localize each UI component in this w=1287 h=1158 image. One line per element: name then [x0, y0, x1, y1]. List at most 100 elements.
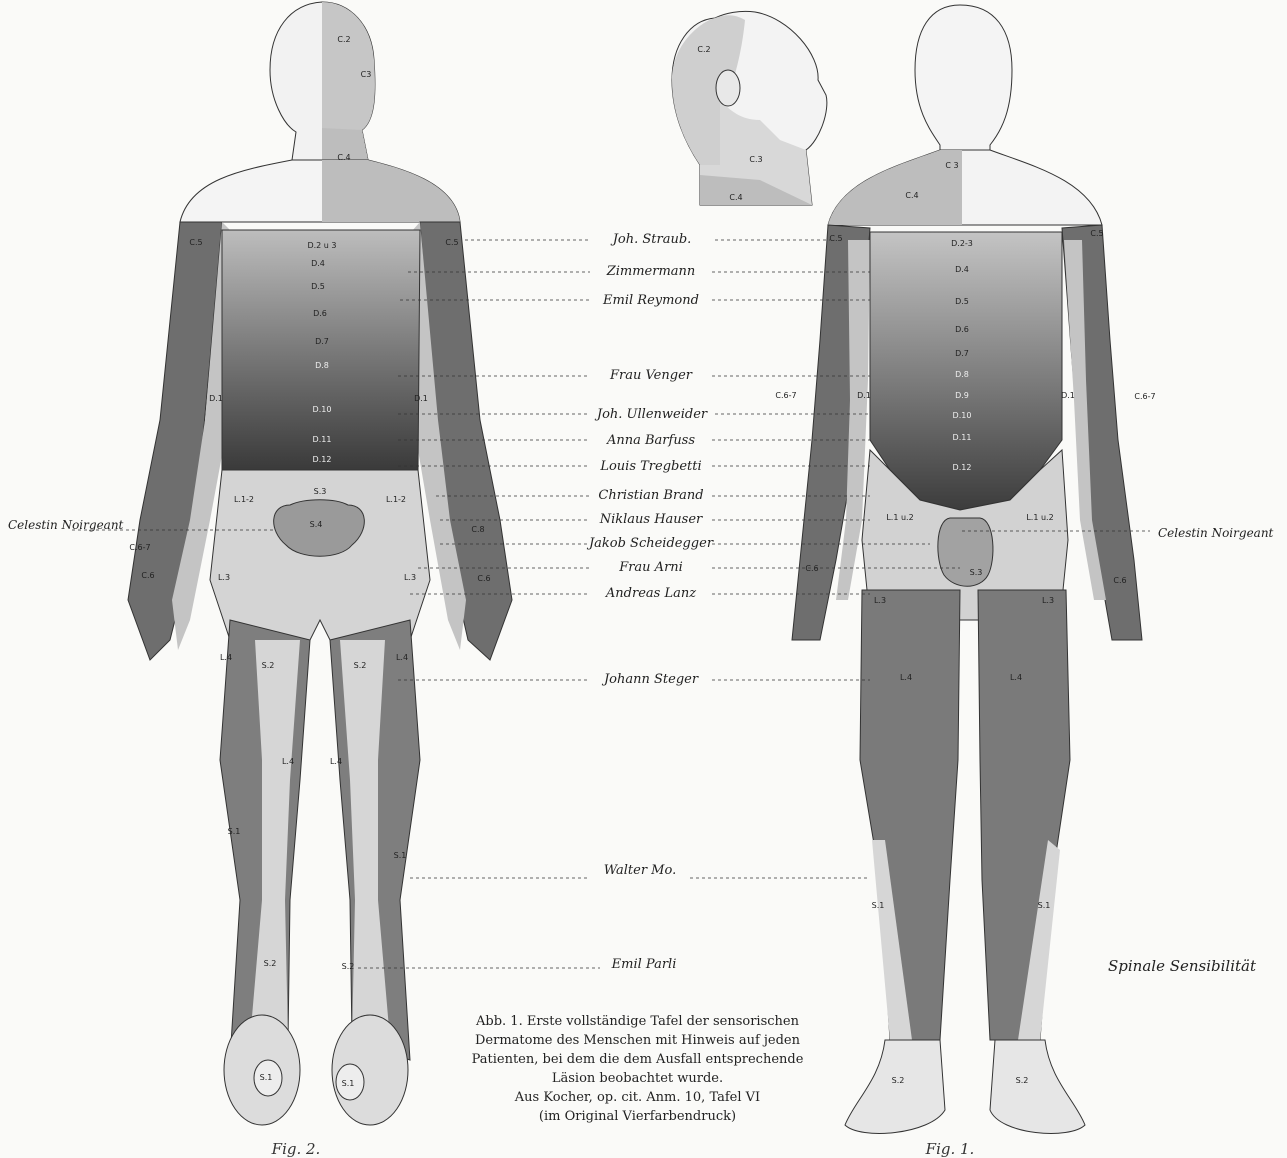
- patient-name: Frau Arni: [618, 560, 683, 575]
- front-genital: [938, 518, 993, 586]
- front-label-s3: S.3: [970, 568, 983, 577]
- back-figure: [128, 2, 512, 1125]
- back-label-l3-left: L.3: [218, 573, 230, 582]
- front-label-c67-left: C.6-7: [775, 391, 796, 400]
- back-label-d7: D.7: [315, 337, 329, 346]
- head-label-c3: C.3: [749, 155, 762, 164]
- back-label-d6: D.6: [313, 309, 327, 318]
- front-label-l12-right: L.1 u.2: [1026, 513, 1053, 522]
- back-label-l4-c: L.4: [282, 757, 294, 766]
- back-label-s3: S.3: [314, 487, 327, 496]
- caption-line: Läsion beobachtet wurde.: [455, 1069, 820, 1088]
- back-label-l12-right: L.1-2: [386, 495, 406, 504]
- back-label-l4-b: L.4: [396, 653, 408, 662]
- front-leg-left: [860, 590, 960, 1040]
- patient-name: Frau Venger: [609, 368, 693, 383]
- front-label-d10: D.10: [953, 411, 972, 420]
- front-label-d6: D.6: [955, 325, 969, 334]
- back-label-s1-b: S.1: [394, 851, 407, 860]
- back-label-c67: C.6-7: [129, 543, 150, 552]
- back-label-c5-left: C.5: [189, 238, 202, 247]
- patient-name: Jakob Scheidegger: [586, 536, 714, 551]
- patient-name: Joh. Straub.: [610, 232, 692, 247]
- front-label-c4: C.4: [905, 191, 918, 200]
- back-label-l4-d: L.4: [330, 757, 342, 766]
- side-patient-left: Celestin Noirgeant: [8, 518, 124, 532]
- back-label-c3: C3: [361, 70, 372, 79]
- back-label-d8: D.8: [315, 361, 329, 370]
- back-label-s2-d: S.2: [342, 962, 355, 971]
- front-label-s2-right: S.2: [1016, 1076, 1029, 1085]
- back-label-l3-right: L.3: [404, 573, 416, 582]
- front-label-d1-right: D.1: [1061, 391, 1075, 400]
- front-foot-left: [845, 1040, 945, 1133]
- back-label-d23: D.2 u 3: [307, 241, 336, 250]
- front-label-d23: D.2-3: [951, 239, 973, 248]
- back-label-s2-b: S.2: [354, 661, 367, 670]
- patient-name: Emil Parli: [611, 957, 677, 972]
- back-label-d5: D.5: [311, 282, 325, 291]
- front-label-s2-left: S.2: [892, 1076, 905, 1085]
- caption-line: Dermatome des Menschen mit Hinweis auf j…: [455, 1031, 820, 1050]
- back-label-l12-left: L.1-2: [234, 495, 254, 504]
- patient-name: Anna Barfuss: [606, 433, 695, 448]
- back-label-c8: C.8: [471, 525, 484, 534]
- front-figure: [792, 5, 1142, 1133]
- front-head: [915, 5, 1012, 170]
- front-label-l12-left: L.1 u.2: [886, 513, 913, 522]
- back-label-c5-right: C.5: [445, 238, 458, 247]
- back-label-d1-right: D.1: [414, 394, 428, 403]
- back-figure-caption: Fig. 2.: [271, 1140, 321, 1158]
- front-foot-right: [990, 1040, 1085, 1133]
- back-shoulder-right: [322, 160, 460, 222]
- front-label-d1-left: D.1: [857, 391, 871, 400]
- patient-name: Walter Mo.: [604, 863, 676, 878]
- back-label-s2-a: S.2: [262, 661, 275, 670]
- front-label-l3-left: L.3: [874, 596, 886, 605]
- back-label-d10: D.10: [313, 405, 332, 414]
- back-label-d11: D.11: [313, 435, 332, 444]
- side-patient-right: Celestin Noirgeant: [1158, 526, 1274, 540]
- front-label-l3-right: L.3: [1042, 596, 1054, 605]
- caption-line: (im Original Vierfarbendruck): [455, 1107, 820, 1126]
- front-label-c67-right: C.6-7: [1134, 392, 1155, 401]
- patient-name: Louis Tregbetti: [599, 459, 701, 474]
- head-label-c4: C.4: [729, 193, 742, 202]
- front-label-c6-left: C.6: [805, 564, 818, 573]
- plate-caption: Abb. 1. Erste vollständige Tafel der sen…: [455, 1012, 820, 1126]
- front-figure-caption: Fig. 1.: [925, 1140, 975, 1158]
- front-label-l4-right: L.4: [1010, 673, 1022, 682]
- back-label-s1-a: S.1: [228, 827, 241, 836]
- patient-name: Niklaus Hauser: [599, 512, 703, 527]
- front-label-c3: C 3: [945, 161, 958, 170]
- front-label-d12: D.12: [953, 463, 972, 472]
- front-label-d4: D.4: [955, 265, 969, 274]
- back-label-d12: D.12: [313, 455, 332, 464]
- patient-name: Zimmermann: [606, 264, 696, 279]
- caption-line: Abb. 1. Erste vollständige Tafel der sen…: [455, 1012, 820, 1031]
- front-label-d5: D.5: [955, 297, 969, 306]
- back-label-s1-c: S.1: [260, 1073, 273, 1082]
- front-label-d7: D.7: [955, 349, 969, 358]
- caption-line: Patienten, bei dem die dem Ausfall entsp…: [455, 1050, 820, 1069]
- back-label-s4: S.4: [310, 520, 323, 529]
- back-label-s1-d: S.1: [342, 1079, 355, 1088]
- patient-name: Christian Brand: [598, 488, 703, 503]
- front-label-c5-right: C.5: [1090, 229, 1103, 238]
- back-label-d1-left: D.1: [209, 394, 223, 403]
- patient-name: Johann Steger: [601, 672, 699, 687]
- back-label-c6-left: C.6: [141, 571, 154, 580]
- back-label-l4-a: L.4: [220, 653, 232, 662]
- front-leg-right: [978, 590, 1070, 1040]
- back-label-c6-right: C.6: [477, 574, 490, 583]
- back-label-c4: C.4: [337, 153, 350, 162]
- front-label-s1-right: S.1: [1038, 901, 1051, 910]
- caption-line: Aus Kocher, op. cit. Anm. 10, Tafel VI: [455, 1088, 820, 1107]
- back-label-d4: D.4: [311, 259, 325, 268]
- patient-name: Emil Reymond: [602, 293, 699, 308]
- patient-name: Andreas Lanz: [605, 586, 696, 601]
- back-label-s2-c: S.2: [264, 959, 277, 968]
- front-shoulder-left-c4: [828, 150, 962, 225]
- head-profile: C.2 C.3 C.4: [672, 11, 827, 205]
